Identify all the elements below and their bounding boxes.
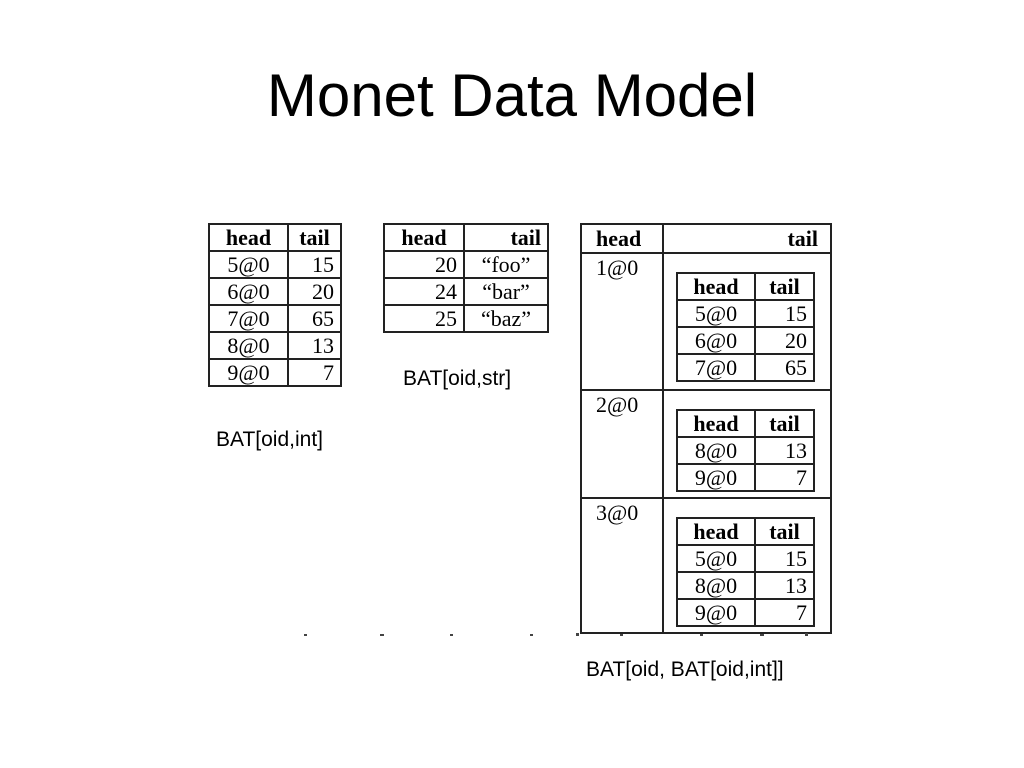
- head-cell: 8@0: [208, 331, 289, 360]
- tail-cell: 15: [754, 299, 815, 328]
- head-cell: 8@0: [676, 436, 756, 465]
- group-oid: 3@0: [596, 500, 639, 525]
- tail-cell: “baz”: [463, 304, 549, 333]
- tail-column-header: tail: [787, 226, 818, 251]
- bat-oid-str-table: head tail 20“foo” 24“bar” 25“baz”: [383, 223, 549, 333]
- head-column-header: head: [383, 223, 465, 252]
- table-header-row: head tail: [208, 223, 342, 252]
- tail-column-header: tail: [287, 223, 342, 252]
- head-cell: 5@0: [208, 250, 289, 279]
- tail-cell: 7: [754, 463, 815, 492]
- tail-cell: 7: [287, 358, 342, 387]
- table-row: 25“baz”: [383, 304, 549, 333]
- head-cell: 6@0: [676, 326, 756, 355]
- tail-cell: “bar”: [463, 277, 549, 306]
- bat-oid-str-caption: BAT[oid,str]: [403, 367, 512, 390]
- head-cell: 9@0: [676, 463, 756, 492]
- scan-artifact-dots: [304, 633, 808, 636]
- tail-column-header: tail: [754, 517, 815, 546]
- tail-cell: 15: [287, 250, 342, 279]
- head-cell: 9@0: [208, 358, 289, 387]
- slide-title: Monet Data Model: [266, 62, 758, 129]
- head-cell: 8@0: [676, 571, 756, 600]
- head-cell: 5@0: [676, 544, 756, 573]
- row-divider: [582, 497, 830, 499]
- head-cell: 7@0: [208, 304, 289, 333]
- row-divider: [582, 389, 830, 391]
- head-column-header: head: [676, 517, 756, 546]
- table-row: 24“bar”: [383, 277, 549, 306]
- table-header-row: head tail: [383, 223, 549, 252]
- tail-cell: 65: [287, 304, 342, 333]
- tail-cell: 15: [754, 544, 815, 573]
- head-column-header: head: [676, 409, 756, 438]
- head-cell: 20: [383, 250, 465, 279]
- head-cell: 25: [383, 304, 465, 333]
- head-column-header: head: [208, 223, 289, 252]
- tail-column-header: tail: [754, 272, 815, 301]
- tail-cell: 13: [287, 331, 342, 360]
- group-oid: 1@0: [596, 255, 639, 280]
- bat-oid-int-caption: BAT[oid,int]: [216, 428, 323, 451]
- head-cell: 9@0: [676, 598, 756, 627]
- tail-cell: 20: [754, 326, 815, 355]
- tail-cell: 65: [754, 353, 815, 382]
- tail-cell: “foo”: [463, 250, 549, 279]
- column-divider: [662, 225, 664, 632]
- tail-column-header: tail: [754, 409, 815, 438]
- tail-cell: 20: [287, 277, 342, 306]
- head-cell: 6@0: [208, 277, 289, 306]
- head-column-header: head: [676, 272, 756, 301]
- table-row: 20“foo”: [383, 250, 549, 279]
- head-cell: 24: [383, 277, 465, 306]
- group-oid: 2@0: [596, 392, 639, 417]
- tail-cell: 13: [754, 436, 815, 465]
- head-column-header: head: [596, 226, 642, 251]
- header-divider: [582, 252, 830, 254]
- tail-cell: 13: [754, 571, 815, 600]
- tail-column-header: tail: [463, 223, 549, 252]
- head-cell: 5@0: [676, 299, 756, 328]
- bat-nested-caption: BAT[oid, BAT[oid,int]]: [586, 658, 784, 681]
- tail-cell: 7: [754, 598, 815, 627]
- head-cell: 7@0: [676, 353, 756, 382]
